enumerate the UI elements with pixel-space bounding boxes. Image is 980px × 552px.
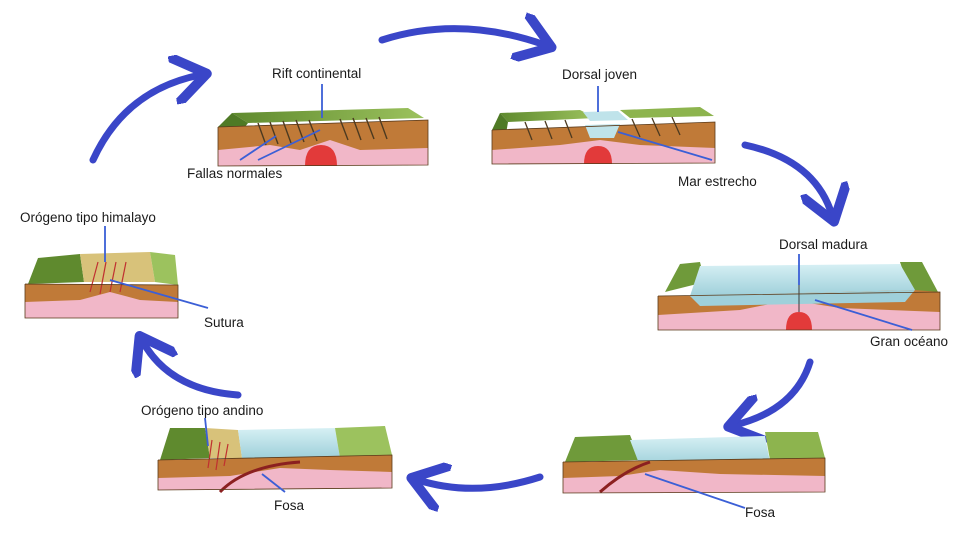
block-subduccion [562,432,826,494]
label-fosa-right: Fosa [745,505,776,520]
cycle-arrow-icon [741,141,832,215]
label-fosa-left: Fosa [274,498,305,513]
cycle-arrow-icon [89,75,200,164]
block-dorsal-madura [657,262,941,331]
block-orogeno-himalayo [24,252,179,319]
cycle-arrow-icon [735,358,814,425]
block-dorsal-joven [491,107,716,165]
block-orogeno-andino [157,426,393,494]
label-dorsal-madura: Dorsal madura [779,237,868,252]
label-gran-oceano: Gran océano [870,334,948,349]
label-orogeno-himalayo: Orógeno tipo himalayo [20,210,156,225]
label-sutura: Sutura [204,315,244,330]
label-orogeno-andino: Orógeno tipo andino [141,403,263,418]
labels: Rift continental Fallas normales Dorsal … [20,66,948,520]
cycle-arrow-icon [378,29,545,45]
cycle-arrow-icon [418,477,544,488]
label-mar-estrecho: Mar estrecho [678,174,757,189]
label-rift-continental: Rift continental [272,66,361,81]
cycle-arrow-icon [143,342,242,399]
pointer-lines [104,84,913,509]
label-fallas-normales: Fallas normales [187,166,283,181]
label-dorsal-joven: Dorsal joven [562,67,637,82]
cycle-arrows [89,29,832,489]
block-rift-continental [217,108,429,167]
